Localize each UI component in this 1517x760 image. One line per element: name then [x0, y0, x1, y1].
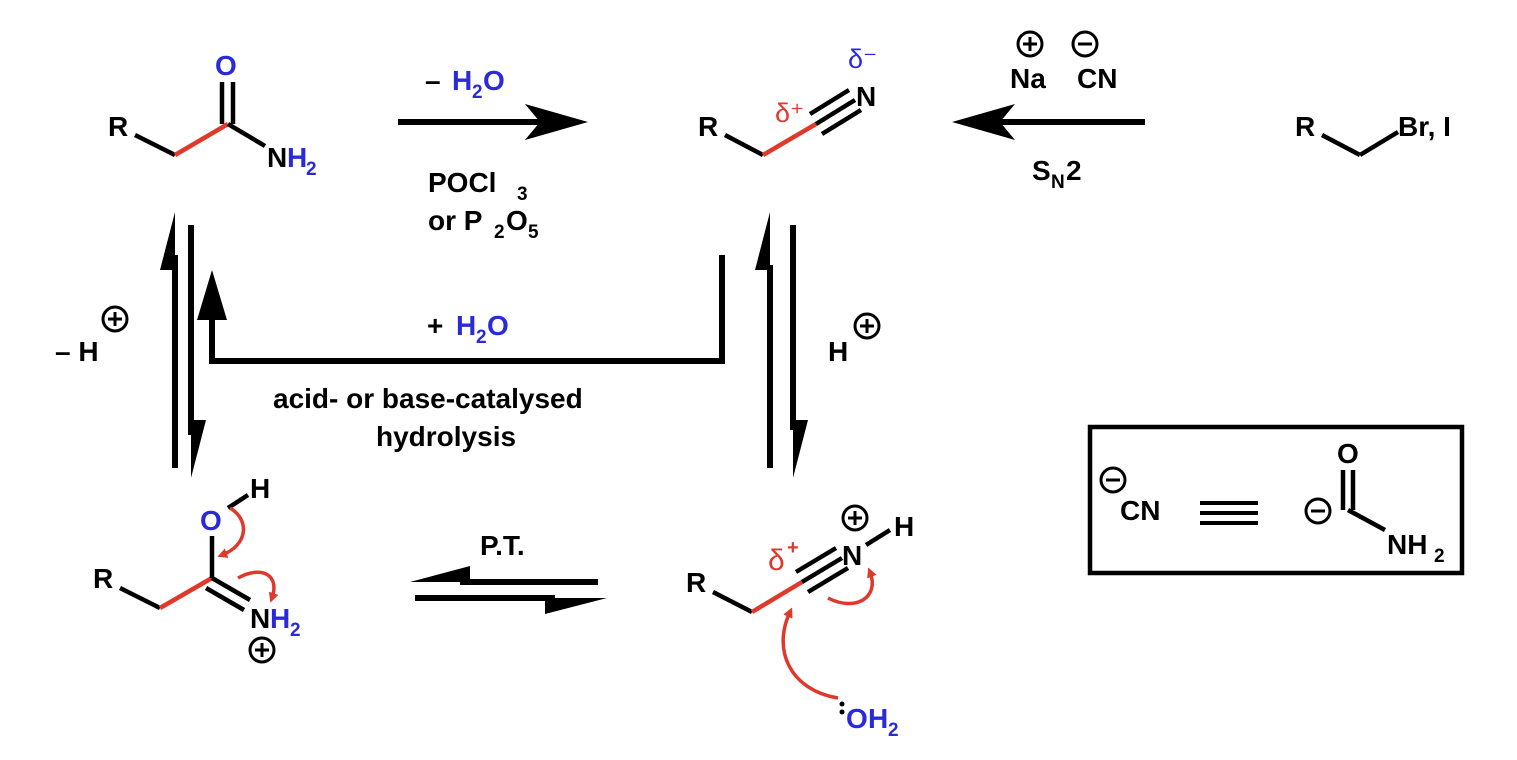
- dehydration-arrow: – H 2 O POCl 3 or P 2 O 5: [398, 65, 588, 243]
- pa-bond-oh: [226, 493, 250, 510]
- halide-bond-1: [1320, 133, 1362, 157]
- cyanide-label: CN: [1120, 495, 1160, 526]
- p2o5-sub-2: 2: [494, 222, 505, 243]
- protonated-amide-structure: R O H N H 2: [93, 473, 301, 664]
- pn-bond-r: [711, 589, 754, 615]
- nitrile-bond-r: [723, 133, 765, 157]
- cn-label: CN: [1077, 63, 1117, 94]
- synthon-o-label: O: [1337, 438, 1359, 469]
- water-lone-pair-2: [839, 709, 845, 715]
- pa-bond-r: [118, 585, 162, 611]
- amide-h-label: H: [287, 142, 307, 173]
- pa-bond-cn-1: [210, 576, 252, 602]
- nitrile-triple-1: [814, 98, 857, 126]
- water-h-sub: 2: [888, 720, 899, 741]
- pn-r-label: R: [686, 567, 706, 598]
- pn-curly-arrow-2: [781, 607, 839, 700]
- halide-br-i-label: Br, I: [1398, 111, 1451, 142]
- nitrile-delta-minus: δ⁻: [848, 44, 877, 74]
- pa-bond-cn-2: [204, 586, 246, 612]
- pocl3-label: POCl: [428, 167, 496, 198]
- water-o-label: O: [846, 703, 868, 734]
- amide-h-sub: 2: [306, 159, 317, 180]
- pn-delta: δ: [768, 544, 785, 577]
- pn-bond-cc-red: [750, 580, 804, 614]
- sn2-two: 2: [1066, 155, 1082, 186]
- halide-bond-2: [1358, 130, 1400, 157]
- nitrile-r-label: R: [698, 111, 718, 142]
- right-equilibrium-arrows: H: [755, 212, 881, 478]
- pn-triple-3: [806, 566, 850, 594]
- alkyl-halide-structure: R Br, I: [1295, 111, 1451, 157]
- nitrile-delta-plus: δ⁺: [775, 98, 804, 128]
- hydrolysis-arrow: + H 2 O acid- or base-catalysed hydrolys…: [197, 255, 725, 452]
- nitrile-n-label: N: [856, 81, 876, 112]
- synthon-nh-label: NH: [1387, 529, 1427, 560]
- p2o5-sub-5: 5: [528, 222, 539, 243]
- sn2-s: S: [1032, 155, 1051, 186]
- pn-n-label: N: [842, 540, 862, 571]
- minus-water-sub: 2: [472, 82, 483, 103]
- hydrolysis-line2: hydrolysis: [376, 421, 516, 452]
- pn-curly-arrow-1: [827, 567, 877, 606]
- synthon-cn: [1346, 508, 1387, 532]
- pa-curly-arrow-1: [217, 506, 246, 558]
- pa-h-label: H: [250, 473, 270, 504]
- pa-r-label: R: [93, 563, 113, 594]
- amide-r-label: R: [108, 111, 128, 142]
- proton-transfer-arrows: P.T.: [410, 530, 607, 614]
- left-equilibrium-arrows: – H: [55, 212, 206, 478]
- plus-water-plus: +: [427, 310, 443, 341]
- minus-h-label: – H: [55, 336, 99, 367]
- pa-nh-label: H: [270, 603, 290, 634]
- pn-bond-nh: [864, 528, 892, 547]
- synthon-nh-sub: 2: [1434, 546, 1445, 567]
- pa-o-label: O: [200, 505, 222, 536]
- minus-water-o: O: [483, 65, 505, 96]
- hydrolysis-line1: acid- or base-catalysed: [273, 383, 583, 414]
- amide-o-label: O: [215, 50, 237, 81]
- nitrile-structure: R N δ⁻ δ⁺: [698, 44, 877, 157]
- amide-bond-cc-red: [173, 122, 230, 157]
- water-h-label: H: [868, 703, 888, 734]
- equivalence-box-border: [1087, 424, 1465, 576]
- plus-water-sub: 2: [476, 327, 487, 348]
- pn-triple-2: [794, 546, 838, 574]
- amide-n-label: N: [267, 142, 287, 173]
- h-plus-label: H: [828, 336, 848, 367]
- pn-triple-1: [800, 556, 844, 584]
- halide-r-label: R: [1295, 111, 1315, 142]
- plus-water-o: O: [487, 310, 509, 341]
- amide-structure: R O N H 2: [108, 50, 317, 180]
- water-lone-pair-1: [839, 701, 845, 707]
- pa-bond-cc-red: [158, 576, 214, 610]
- p2o5-label: or P: [428, 205, 482, 236]
- pn-delta-plus: +: [787, 537, 799, 559]
- pa-curly-arrow-2: [237, 570, 279, 603]
- equivalence-box: CN O NH 2: [1087, 424, 1465, 576]
- na-label: Na: [1010, 63, 1046, 94]
- p2o5-o: O: [506, 205, 528, 236]
- sn2-sub-n: N: [1051, 172, 1065, 193]
- amide-bond-r: [133, 132, 177, 158]
- amide-bond-cn: [226, 122, 267, 148]
- pa-n-label: N: [250, 603, 270, 634]
- pt-label: P.T.: [480, 530, 525, 561]
- plus-water-h: H: [456, 310, 476, 341]
- pa-nh-sub: 2: [290, 620, 301, 641]
- minus-water-h: H: [452, 65, 472, 96]
- pn-h-label: H: [894, 511, 914, 542]
- nitrile-bond-cc-red: [761, 122, 818, 157]
- minus-water-minus: –: [425, 65, 441, 96]
- nitrile-triple-3: [820, 108, 863, 136]
- sn2-arrow: Na CN S N 2: [952, 30, 1145, 193]
- protonated-nitrile-structure: R N H δ + O H 2: [686, 504, 914, 741]
- nitrile-triple-2: [808, 88, 851, 116]
- pocl3-sub: 3: [517, 184, 528, 205]
